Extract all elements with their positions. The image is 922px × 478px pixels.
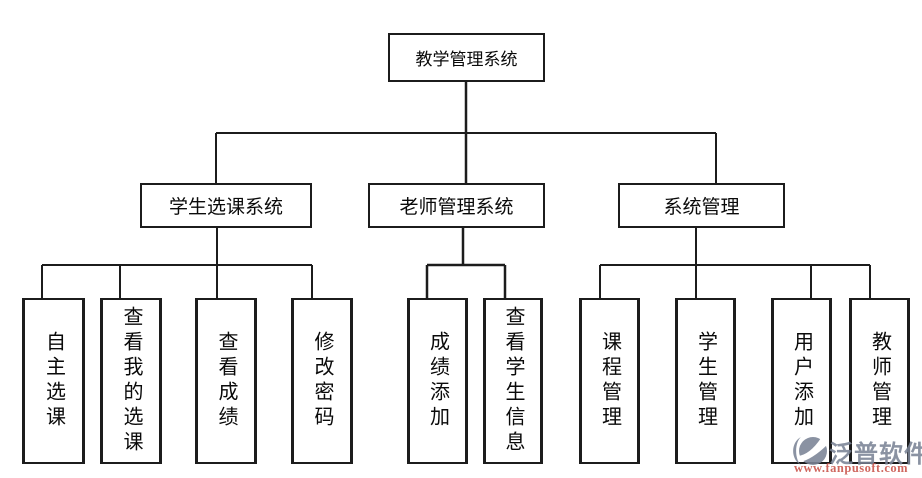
branch-node-student-course-selection: 学生选课系统 xyxy=(140,183,312,228)
leaf-node-student-management: 学生管理 xyxy=(675,298,736,464)
vendor-watermark: 泛普软件 www.fanpusoft.com xyxy=(793,434,922,476)
leaf-node-course-management: 课程管理 xyxy=(579,298,640,464)
watermark-url-text: www.fanpusoft.com xyxy=(794,461,909,475)
leaf-node-view-grades: 查看成绩 xyxy=(195,298,257,464)
watermark-brand-text: 泛普软件 xyxy=(829,442,922,468)
brand-swoosh-icon xyxy=(793,437,827,465)
leaf-node-teacher-admin: 教师管理 xyxy=(849,298,910,464)
leaf-node-view-my-courses: 查看我的选课 xyxy=(100,298,162,464)
branch-node-system-management: 系统管理 xyxy=(618,183,785,228)
leaf-node-self-course-selection: 自主选课 xyxy=(22,298,85,464)
leaf-node-add-grades: 成绩添加 xyxy=(407,298,468,464)
leaf-node-change-password: 修改密码 xyxy=(291,298,353,464)
leaf-node-view-student-info: 查看学生信息 xyxy=(483,298,543,464)
branch-node-teacher-management: 老师管理系统 xyxy=(368,183,545,228)
root-node-teaching-management-system: 教学管理系统 xyxy=(388,33,545,82)
leaf-node-add-user: 用户添加 xyxy=(771,298,832,464)
